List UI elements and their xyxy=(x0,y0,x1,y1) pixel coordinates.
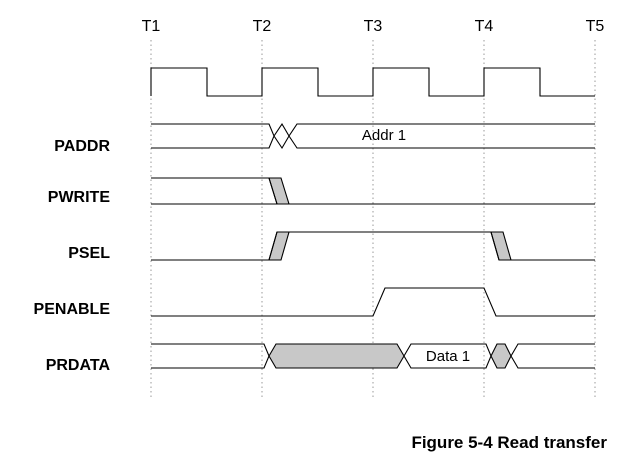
time-marker-t5: T5 xyxy=(586,18,605,35)
pwrite-transition xyxy=(268,177,290,205)
paddr-value: Addr 1 xyxy=(362,127,406,144)
time-marker-t2: T2 xyxy=(253,18,272,35)
signal-label-paddr: PADDR xyxy=(54,138,110,155)
prdata-crossover-1 xyxy=(490,343,512,369)
psel-waveform xyxy=(151,231,595,261)
prdata-value: Data 1 xyxy=(426,348,470,365)
signal-label-prdata: PRDATA xyxy=(46,357,111,374)
figure-caption: Figure 5-4 Read transfer xyxy=(411,433,607,452)
time-marker-t4: T4 xyxy=(475,18,494,35)
signal-label-psel: PSEL xyxy=(68,245,110,262)
signal-label-pwrite: PWRITE xyxy=(48,189,111,206)
time-marker-t1: T1 xyxy=(142,18,161,35)
time-marker-t3: T3 xyxy=(364,18,383,35)
prdata-waveform xyxy=(151,343,595,369)
signal-label-penable: PENABLE xyxy=(34,301,111,318)
psel-fall-transition xyxy=(490,231,512,261)
psel-rise-transition xyxy=(268,231,290,261)
clock-waveform xyxy=(150,67,595,97)
pwrite-waveform xyxy=(151,177,595,205)
paddr-waveform xyxy=(151,122,595,150)
prdata-invalid-region xyxy=(268,343,405,369)
penable-waveform xyxy=(151,287,595,317)
